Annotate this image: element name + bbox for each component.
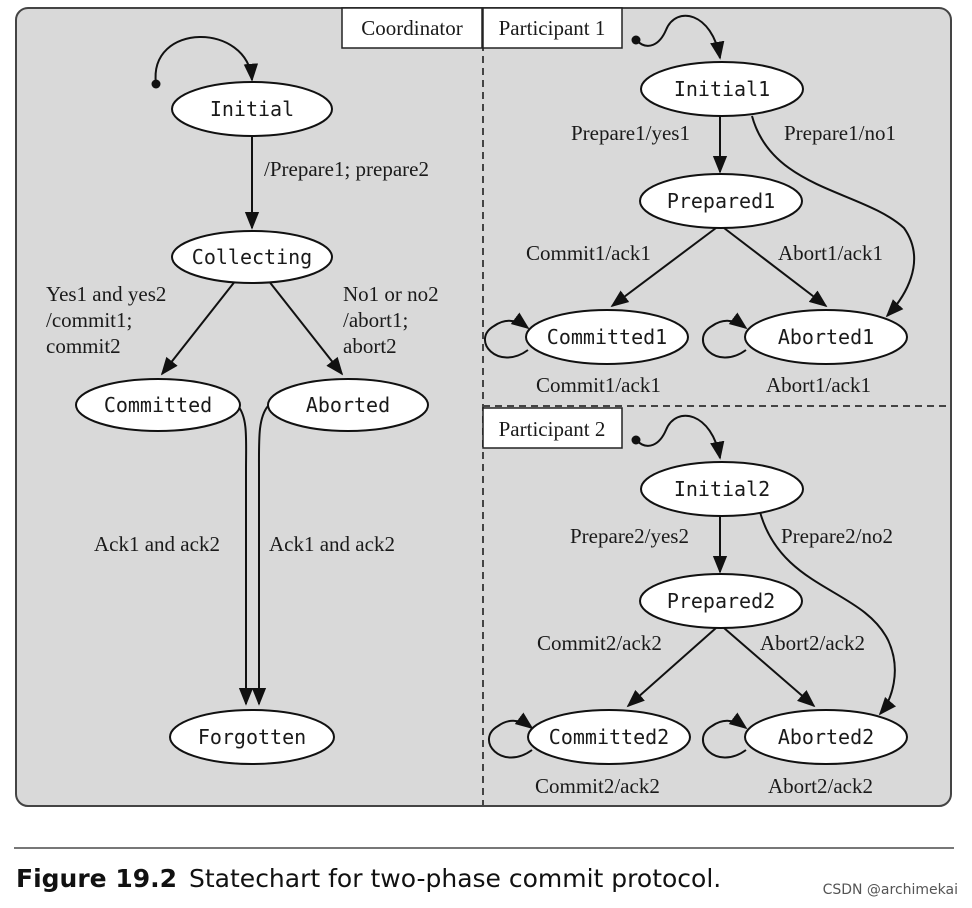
svg-text:Committed: Committed <box>104 393 212 417</box>
label-ack-left: Ack1 and ack2 <box>94 532 220 556</box>
label-p2-prepare-no: Prepare2/no2 <box>781 524 893 548</box>
label-p1-prepare-no: Prepare1/no1 <box>784 121 896 145</box>
label-p2-abort-self: Abort2/ack2 <box>768 774 873 798</box>
label-no-line3: abort2 <box>343 334 397 358</box>
svg-text:Initial1: Initial1 <box>674 77 770 101</box>
participant2-title: Participant 2 <box>499 417 606 441</box>
label-p1-prepare-yes: Prepare1/yes1 <box>571 121 690 145</box>
watermark: CSDN @archimekai <box>822 882 958 898</box>
edge-p2-committed-self <box>487 712 534 759</box>
edge-p1-aborted-self <box>701 312 748 359</box>
label-p1-abort-self: Abort1/ack1 <box>766 373 871 397</box>
svg-text:Initial2: Initial2 <box>674 477 770 501</box>
edge-p1-initial-aborted <box>751 115 916 318</box>
edge-p2-prepared-aborted <box>723 627 816 708</box>
svg-text:Committed1: Committed1 <box>547 325 667 349</box>
svg-text:Aborted1: Aborted1 <box>778 325 874 349</box>
edge-p1-committed-self <box>483 312 530 359</box>
svg-text:Initial: Initial <box>210 97 294 121</box>
coordinator-start-arrow <box>154 36 259 85</box>
edge-p2-prepared-committed <box>626 627 717 708</box>
state-p1-initial: Initial1 <box>640 61 804 117</box>
label-ack-right: Ack1 and ack2 <box>269 532 395 556</box>
edge-committed-forgotten <box>237 405 254 706</box>
caption-rule <box>14 847 954 849</box>
figure-number: Figure 19.2 <box>16 864 178 893</box>
edge-collecting-aborted <box>267 279 344 376</box>
label-yes-line1: Yes1 and yes2 <box>46 282 166 306</box>
label-yes-line3: commit2 <box>46 334 121 358</box>
svg-text:Collecting: Collecting <box>192 245 312 269</box>
svg-text:Prepared1: Prepared1 <box>667 189 775 213</box>
label-p1-abort: Abort1/ack1 <box>778 241 883 265</box>
edge-p2-initial-aborted <box>759 511 897 716</box>
figure-caption-text: Statechart for two-phase commit protocol… <box>189 864 722 893</box>
label-p1-commit-self: Commit1/ack1 <box>536 373 661 397</box>
label-p2-prepare-yes: Prepare2/yes2 <box>570 524 689 548</box>
participant1-title: Participant 1 <box>499 16 606 40</box>
coordinator-tab: Coordinator <box>341 7 483 49</box>
label-p2-commit-self: Commit2/ack2 <box>535 774 660 798</box>
state-p1-committed: Committed1 <box>525 309 689 365</box>
svg-text:Forgotten: Forgotten <box>198 725 306 749</box>
state-p2-initial: Initial2 <box>640 461 804 517</box>
state-p2-committed: Committed2 <box>527 709 691 765</box>
label-p2-commit: Commit2/ack2 <box>537 631 662 655</box>
statechart-diagram: Coordinator Participant 1 Participant 2 … <box>15 7 952 807</box>
edge-p2-aborted-self <box>701 712 748 759</box>
p1-start-arrow <box>635 14 725 60</box>
participant2-tab: Participant 2 <box>482 407 623 449</box>
figure-caption: Figure 19.2 Statechart for two-phase comm… <box>16 864 721 893</box>
edge-p1-prepared-aborted <box>723 227 828 308</box>
edge-aborted-forgotten <box>251 405 269 706</box>
edge-p1-prepared-committed <box>610 227 717 308</box>
state-coordinator-initial: Initial <box>171 81 333 137</box>
label-p1-commit: Commit1/ack1 <box>526 241 651 265</box>
label-prepare: /Prepare1; prepare2 <box>264 157 429 181</box>
svg-text:Aborted2: Aborted2 <box>778 725 874 749</box>
state-coordinator-committed: Committed <box>75 378 241 432</box>
participant1-tab: Participant 1 <box>482 7 623 49</box>
state-p1-aborted: Aborted1 <box>744 309 908 365</box>
label-yes-line2: /commit1; <box>46 308 132 332</box>
state-p2-aborted: Aborted2 <box>744 709 908 765</box>
state-coordinator-aborted: Aborted <box>267 378 429 432</box>
label-p2-abort: Abort2/ack2 <box>760 631 865 655</box>
svg-text:Aborted: Aborted <box>306 393 390 417</box>
svg-text:Prepared2: Prepared2 <box>667 589 775 613</box>
edge-collecting-committed <box>160 279 237 376</box>
state-coordinator-forgotten: Forgotten <box>169 709 335 765</box>
state-p2-prepared: Prepared2 <box>639 573 803 629</box>
svg-text:Committed2: Committed2 <box>549 725 669 749</box>
p2-start-arrow <box>635 414 725 460</box>
label-no-line1: No1 or no2 <box>343 282 439 306</box>
coordinator-title: Coordinator <box>361 16 462 40</box>
state-coordinator-collecting: Collecting <box>171 230 333 284</box>
label-no-line2: /abort1; <box>343 308 408 332</box>
state-p1-prepared: Prepared1 <box>639 173 803 229</box>
